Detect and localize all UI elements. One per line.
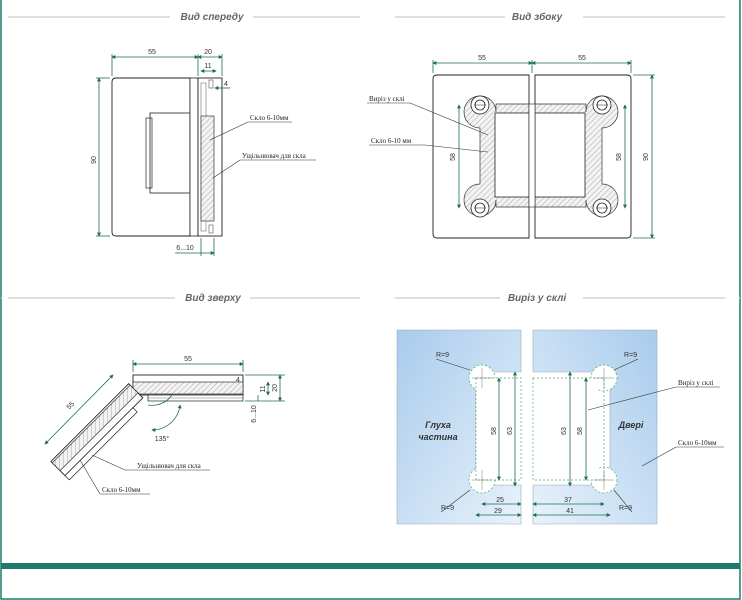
side-dim-58-right: 58 [616, 153, 623, 161]
title-side-view: Вид збоку [512, 11, 563, 23]
side-dim-55-left: 55 [478, 55, 486, 62]
cut-radius-bottom-right: R=9 [619, 505, 632, 512]
front-dim-11: 11 [204, 63, 211, 70]
cut-dim-63-left: 63 [507, 427, 514, 435]
title-top-view: Вид зверху [185, 293, 241, 304]
side-dim-90: 90 [643, 153, 650, 161]
top-view: 135° 55 55 20 11 4 6...10 Ущільнювач для… [44, 356, 285, 495]
side-view: 55 55 58 58 90 Виріз у склі Скло 6-10 мм [367, 55, 655, 239]
top-label-glass: Скло 6-10мм [102, 486, 141, 494]
cut-dim-29: 29 [494, 508, 502, 515]
cut-radius-bottom-left: R=9 [441, 505, 454, 512]
top-dim-55: 55 [184, 356, 192, 363]
top-dim-4: 4 [236, 377, 240, 384]
top-dim-20: 20 [272, 384, 279, 392]
front-view: 55 20 11 4 90 6...10 Скло 6-10мм Ущільню… [91, 49, 316, 256]
title-front-view: Вид спереду [180, 12, 243, 23]
front-dim-20: 20 [204, 49, 212, 56]
cut-label-glass: Скло 6-10мм [678, 439, 717, 447]
title-glass-cutout: Виріз у склі [508, 293, 567, 304]
side-label-cut: Виріз у склі [369, 95, 405, 103]
top-dim-diag-55: 55 [66, 401, 77, 412]
side-dim-58-left: 58 [450, 153, 457, 161]
top-dim-glass: 6...10 [251, 405, 258, 423]
cut-label-fixed-1: Глуха [425, 420, 451, 430]
cut-dim-25: 25 [496, 497, 504, 504]
cut-dim-63-right: 63 [561, 427, 568, 435]
cut-radius-top-right: R=9 [624, 352, 637, 359]
top-dim-11: 11 [260, 385, 267, 392]
front-label-seal: Ущільнювач для скла [242, 152, 307, 160]
side-label-glass: Скло 6-10 мм [371, 137, 412, 145]
cut-label-fixed-2: частина [418, 432, 457, 442]
front-dim-glass: 6...10 [176, 245, 194, 252]
front-dim-90: 90 [91, 156, 98, 164]
top-label-seal: Ущільнювач для скла [137, 462, 202, 470]
front-dim-4: 4 [224, 81, 228, 88]
front-label-glass: Скло 6-10мм [250, 114, 289, 122]
cut-radius-top-left: R=9 [436, 352, 449, 359]
top-dim-angle: 135° [155, 435, 170, 443]
cut-dim-37: 37 [564, 497, 572, 504]
cut-dim-58-right: 58 [577, 427, 584, 435]
cut-dim-41: 41 [566, 508, 574, 515]
front-dim-55: 55 [148, 49, 156, 56]
glass-cutout-view: 58 63 25 29 63 58 37 41 R=9 R=9 R=9 R=9 … [396, 329, 724, 525]
side-dim-55-right: 55 [578, 55, 586, 62]
bottom-bar [1, 563, 740, 569]
cut-label-cutout: Виріз у склі [678, 379, 714, 387]
cut-dim-58-left: 58 [491, 427, 498, 435]
cut-label-door: Двері [618, 420, 644, 430]
